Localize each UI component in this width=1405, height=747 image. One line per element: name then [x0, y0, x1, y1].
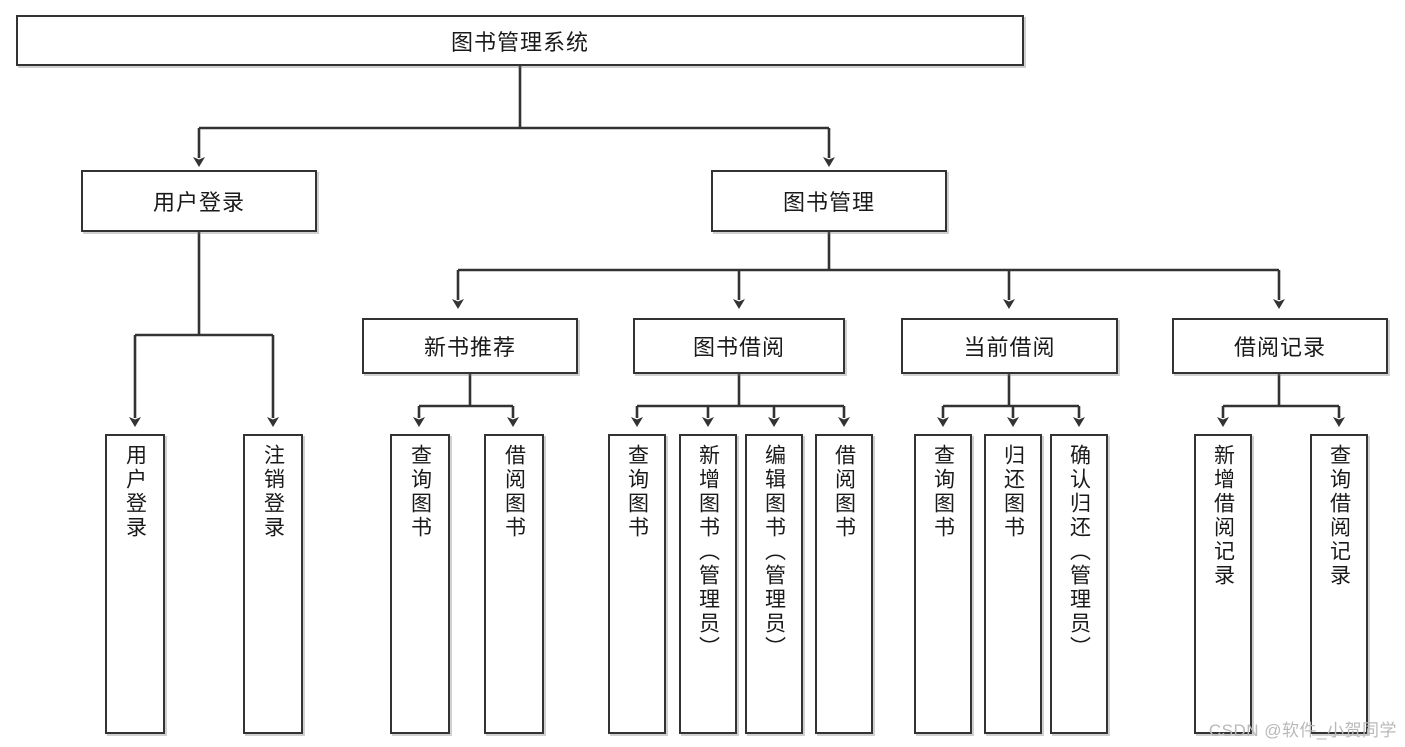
node-label: 注销登录 — [261, 444, 285, 540]
node-label: 查询图书 — [931, 444, 955, 540]
node-label: 借阅图书 — [502, 444, 526, 540]
node-label: 新增借阅记录 — [1211, 444, 1235, 588]
node-book-borrow[interactable]: 图书借阅 — [633, 318, 845, 374]
node-label: 查询借阅记录 — [1327, 444, 1351, 588]
leaf-current-query-book[interactable]: 查询图书 — [914, 434, 972, 734]
node-label: 借阅图书 — [832, 444, 856, 540]
leaf-user-login[interactable]: 用户登录 — [105, 434, 165, 734]
node-label: 当前借阅 — [963, 335, 1056, 360]
node-label: 编辑图书（管理员） — [762, 444, 786, 660]
leaf-borrow-borrow-book[interactable]: 借阅图书 — [815, 434, 873, 734]
node-current-borrow[interactable]: 当前借阅 — [901, 318, 1118, 374]
leaf-borrow-edit-book-admin[interactable]: 编辑图书（管理员） — [745, 434, 803, 734]
leaf-record-query-borrow-record[interactable]: 查询借阅记录 — [1310, 434, 1368, 734]
leaf-recommend-borrow-book[interactable]: 借阅图书 — [484, 434, 544, 734]
node-label: 图书管理系统 — [450, 29, 589, 55]
leaf-logout[interactable]: 注销登录 — [243, 434, 303, 734]
leaf-current-return-book[interactable]: 归还图书 — [984, 434, 1042, 734]
node-label: 借阅记录 — [1233, 335, 1326, 360]
node-label: 查询图书 — [408, 444, 432, 540]
node-root-system[interactable]: 图书管理系统 — [16, 15, 1024, 66]
node-label: 新增图书（管理员） — [696, 444, 720, 660]
node-new-book-recommend[interactable]: 新书推荐 — [362, 318, 578, 374]
node-user-login[interactable]: 用户登录 — [81, 170, 317, 232]
node-label: 图书管理 — [782, 190, 875, 215]
node-book-management[interactable]: 图书管理 — [711, 170, 947, 232]
watermark-text: CSDN @软件_小贺同学 — [1208, 721, 1397, 740]
node-label: 用户登录 — [123, 444, 147, 540]
node-label: 用户登录 — [152, 190, 245, 215]
node-label: 归还图书 — [1001, 444, 1025, 540]
node-label: 图书借阅 — [692, 335, 785, 360]
leaf-record-add-borrow-record[interactable]: 新增借阅记录 — [1194, 434, 1252, 734]
leaf-borrow-add-book-admin[interactable]: 新增图书（管理员） — [679, 434, 737, 734]
node-label: 确认归还（管理员） — [1067, 444, 1091, 660]
node-borrow-record[interactable]: 借阅记录 — [1172, 318, 1388, 374]
leaf-recommend-query-book[interactable]: 查询图书 — [390, 434, 450, 734]
leaf-borrow-query-book[interactable]: 查询图书 — [608, 434, 666, 734]
leaf-current-confirm-return-admin[interactable]: 确认归还（管理员） — [1050, 434, 1108, 734]
node-label: 查询图书 — [625, 444, 649, 540]
node-label: 新书推荐 — [423, 335, 516, 360]
